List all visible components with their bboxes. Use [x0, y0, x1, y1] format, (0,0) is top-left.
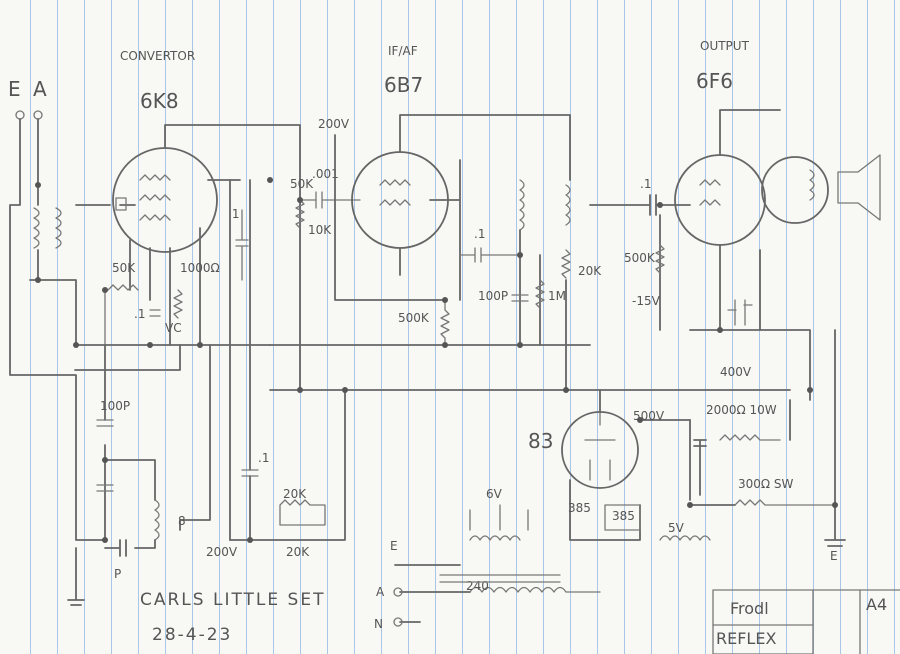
- set-name: CARLS LITTLE SET: [140, 590, 325, 610]
- v400-label: 400V: [720, 365, 752, 379]
- earth-terminal-label: E: [8, 77, 21, 101]
- if-transformer: [519, 179, 525, 231]
- if-af-stage-label: IF/AF: [388, 44, 418, 58]
- r-1000ohm-label: 1000Ω: [180, 261, 220, 275]
- r-10k-label: 10K: [308, 223, 332, 237]
- c-point1-bottom-label: .1: [258, 451, 269, 465]
- grid-cap: [115, 197, 127, 211]
- ground-symbol-left: [67, 547, 85, 606]
- output-transformer-primary: [565, 184, 571, 226]
- coil-8-label: 8: [178, 514, 186, 528]
- r-50k-converter-label: 50K: [112, 261, 136, 275]
- power-transformer-primary: [469, 586, 601, 593]
- converter-stage: CONVERTOR 6K8 50K 1000Ω .1 VC: [75, 49, 301, 391]
- r-500k-if-label: 500K: [398, 311, 430, 325]
- bias-minus15v-label: -15V: [632, 294, 661, 308]
- title-box-bottom: REFLEX: [716, 629, 776, 648]
- output-stage-label: OUTPUT: [700, 39, 750, 53]
- title-box-top: Frodl: [730, 599, 769, 618]
- power-transformer-5v: [659, 535, 711, 541]
- mains-a-label: A: [376, 585, 385, 599]
- speaker-field-coil: [761, 156, 829, 224]
- p-label: P: [114, 567, 121, 581]
- aerial-terminal-label: A: [33, 77, 47, 101]
- resistor-20k-if: [561, 249, 571, 279]
- mains-a-terminal: [393, 587, 403, 597]
- if-af-stage: 50K .1 .001 10K 200V IF/AF 6B7 500K .1 1…: [228, 44, 602, 391]
- v200-bottom-label: 200V: [206, 545, 238, 559]
- c-100p-tuning-label: 100P: [100, 399, 130, 413]
- mains-240-label: 240: [466, 579, 489, 593]
- sheet-size: A4: [866, 595, 887, 614]
- junction-dots: [35, 177, 838, 543]
- resistor-50k-grid: [295, 199, 305, 229]
- r-20k-if-label: 20K: [578, 264, 602, 278]
- set-date: 28-4-23: [152, 625, 232, 645]
- mains-e-label: E: [390, 539, 398, 553]
- capacitor-point1-mid: [235, 209, 249, 281]
- earth-terminal: [15, 110, 25, 120]
- resistor-500k-if: [440, 299, 450, 346]
- fil-385-a-label: 385: [568, 501, 591, 515]
- tuning-section: 100P P 8 .1 20K 20K 200V: [67, 179, 346, 606]
- v200-top-label: 200V: [318, 117, 350, 131]
- resistor-300ohm-sw: [734, 499, 836, 506]
- capacitor-100p-tuning: [96, 419, 114, 427]
- resistor-1m: [535, 279, 545, 309]
- antenna-coil-secondary: [55, 207, 62, 249]
- r-300ohm-sw-label: 300Ω SW: [738, 477, 794, 491]
- resistor-2000ohm-10w: [719, 434, 781, 441]
- oscillator-coil: [154, 499, 160, 541]
- resistor-20k-bottom: [279, 499, 326, 526]
- rectifier-tube-type: 83: [528, 429, 553, 453]
- r-20k-bottom1-label: 20K: [283, 487, 307, 501]
- c-001-label: .001: [312, 167, 339, 181]
- resistor-1000ohm: [173, 289, 183, 319]
- e-bottom-right-label: E: [830, 549, 838, 563]
- c-100p-if-label: 100P: [478, 289, 508, 303]
- antenna-coil-primary: [33, 207, 40, 249]
- converter-tube-type: 6K8: [140, 89, 179, 113]
- mains-input: 6V E A N 240: [374, 487, 601, 631]
- cathode-capacitor: [727, 299, 753, 326]
- mains-n-terminal: [393, 617, 403, 627]
- title-block: CARLS LITTLE SET 28-4-23 Frodl REFLEX A4: [140, 589, 900, 654]
- capacitor-100p-if: [511, 294, 529, 302]
- capacitor-point1-if: [459, 247, 521, 263]
- power-supply: 83 500V 385 385 5V 2000Ω 10W 300Ω SW E: [528, 329, 846, 563]
- output-stage: OUTPUT 6F6 .1 500K -15V 400V: [589, 39, 881, 401]
- antenna-input: E A: [8, 77, 111, 376]
- c-point1-converter-label: .1: [134, 307, 145, 321]
- r-500k-output-label: 500K: [624, 251, 656, 265]
- c-point1-output-label: .1: [640, 177, 651, 191]
- capacitor-001: [299, 191, 361, 209]
- r-1m-label: 1M: [548, 289, 566, 303]
- output-tube-6f6: [674, 154, 766, 246]
- resistor-500k-output: [655, 244, 665, 274]
- c-point1-if-label: .1: [474, 227, 485, 241]
- heater-winding-6v: [469, 535, 521, 541]
- fil-385-b-label: 385: [612, 509, 635, 523]
- c-point1-mid-label: .1: [228, 207, 239, 221]
- r-2000ohm-10w-label: 2000Ω 10W: [706, 403, 777, 417]
- r-50k-grid-label: 50K: [290, 177, 314, 191]
- vc-label: VC: [165, 321, 182, 335]
- converter-tube-6k8: [112, 147, 218, 253]
- speaker-icon: [837, 154, 881, 221]
- mains-n-label: N: [374, 617, 383, 631]
- aerial-terminal: [33, 110, 43, 120]
- r-20k-bottom2-label: 20K: [286, 545, 310, 559]
- output-tube-type: 6F6: [696, 69, 733, 93]
- capacitor-point1-converter: [149, 309, 161, 317]
- if-af-tube-type: 6B7: [384, 73, 423, 97]
- converter-stage-label: CONVERTOR: [120, 49, 195, 63]
- v6v-label: 6V: [486, 487, 503, 501]
- v5v-label: 5V: [668, 521, 685, 535]
- capacitor-trimmer: [96, 484, 114, 492]
